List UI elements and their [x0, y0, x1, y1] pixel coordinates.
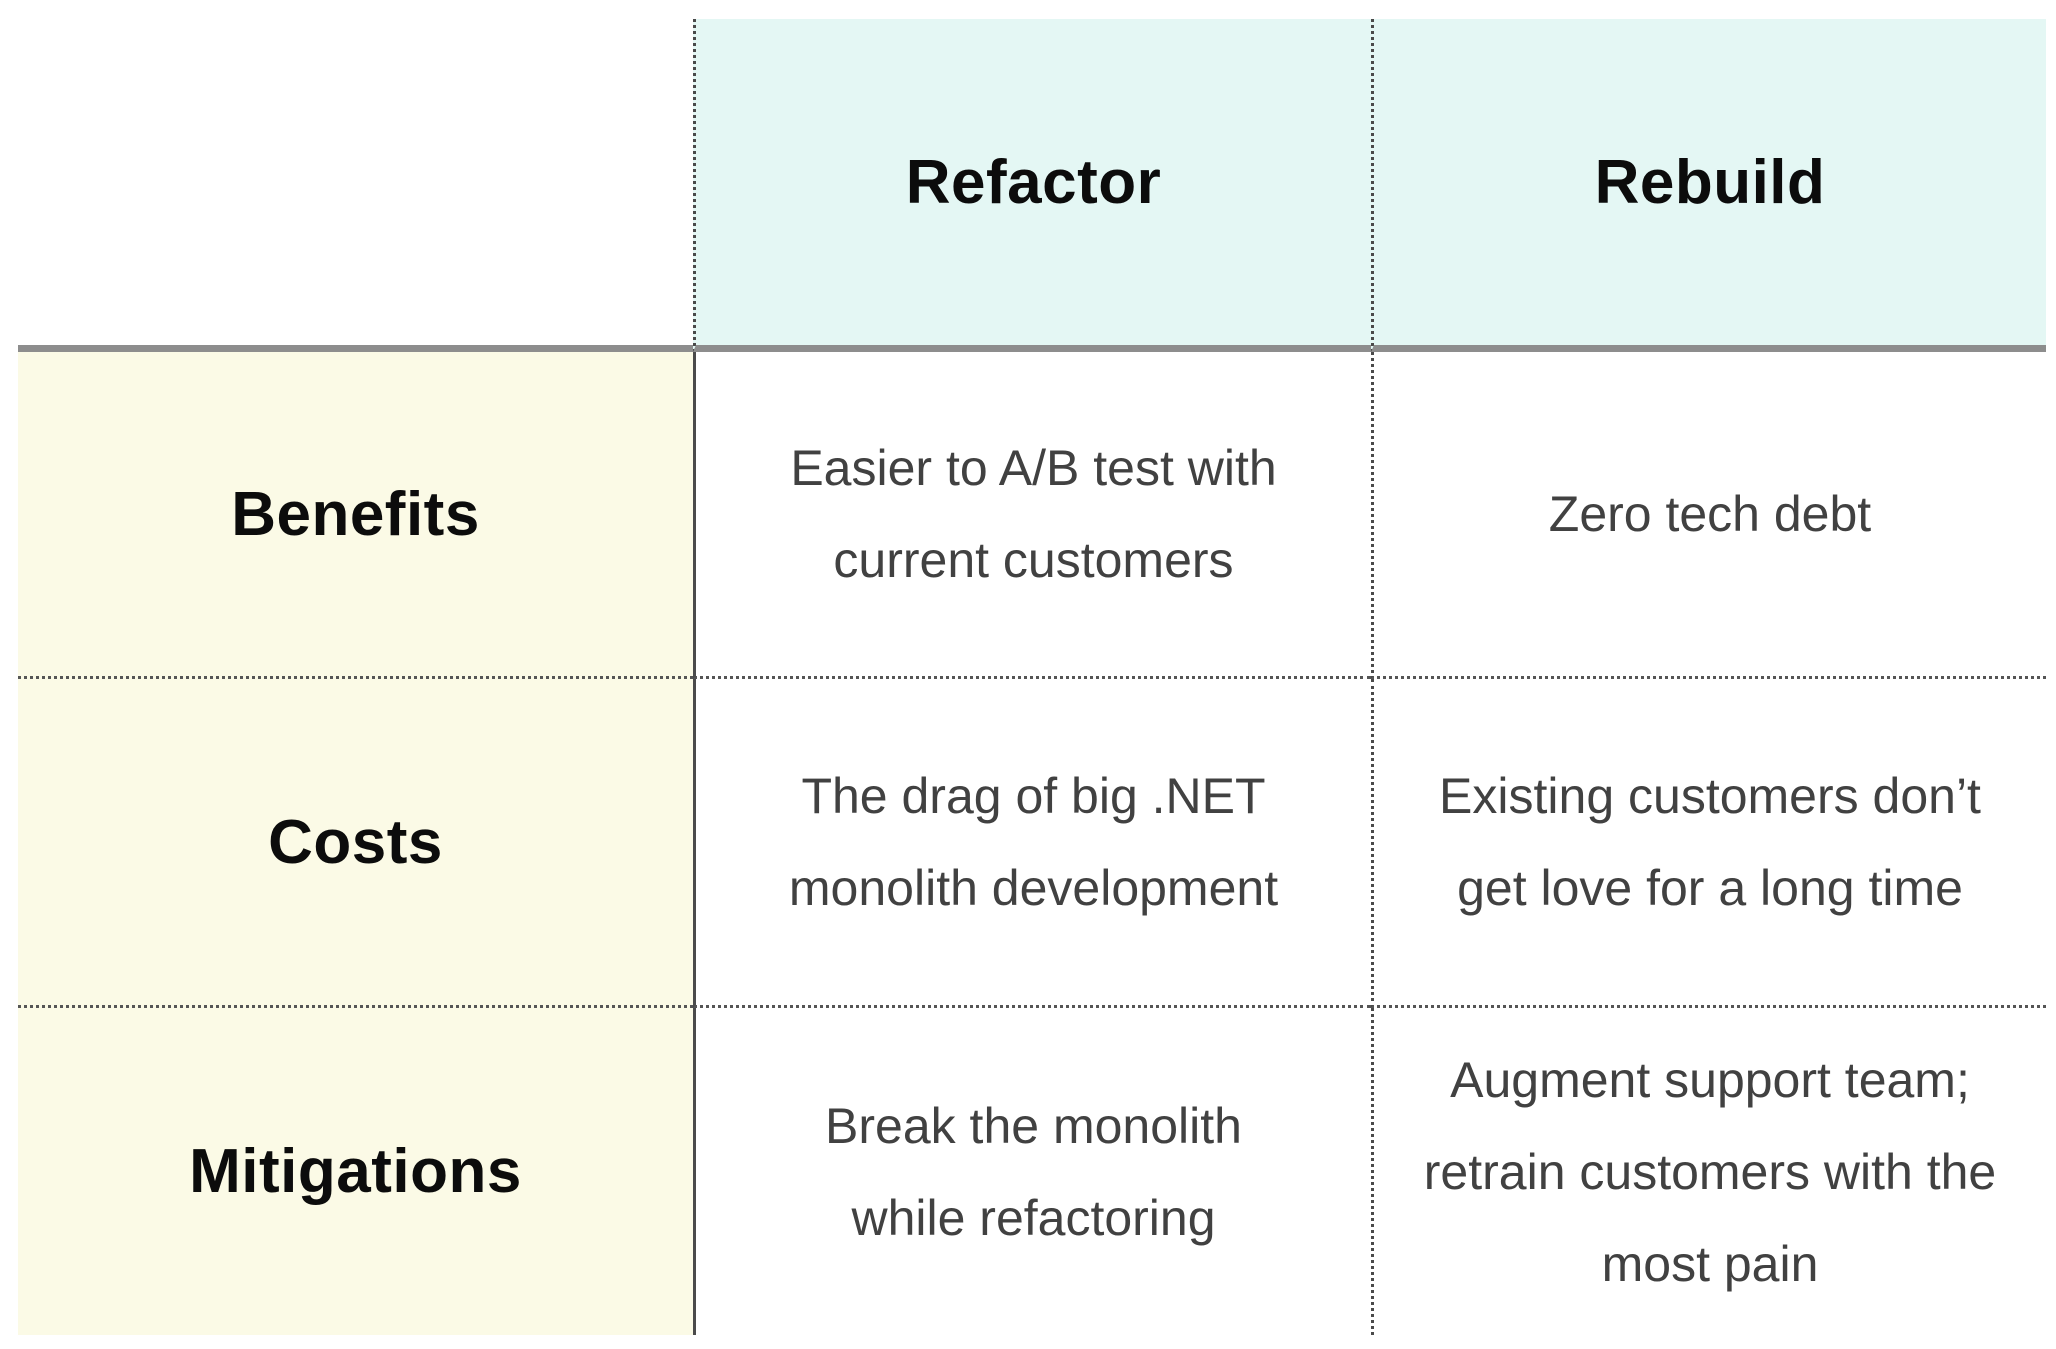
- cell-benefits-refactor: Easier to A/B test with current customer…: [693, 352, 1371, 679]
- decision-matrix-table: Refactor Rebuild Benefits Easier to A/B …: [18, 19, 2046, 1335]
- column-header-refactor: Refactor: [693, 19, 1371, 352]
- cell-costs-refactor-text: The drag of big .NET monolith developmen…: [788, 768, 1279, 916]
- row-header-benefits: Benefits: [18, 352, 693, 679]
- corner-cell: [18, 19, 693, 352]
- cell-mitigations-rebuild: Augment support team; retrain customers …: [1371, 1008, 2046, 1335]
- column-header-rebuild-label: Rebuild: [1594, 147, 1826, 217]
- row-header-costs-label: Costs: [268, 807, 443, 877]
- row-header-mitigations-label: Mitigations: [189, 1137, 522, 1206]
- cell-mitigations-rebuild-text: Augment support team; retrain customers …: [1423, 1051, 1997, 1292]
- column-header-rebuild: Rebuild: [1371, 19, 2046, 352]
- cell-benefits-rebuild: Zero tech debt: [1371, 352, 2046, 679]
- cell-costs-rebuild-text: Existing customers don’t get love for a …: [1439, 768, 1981, 916]
- cell-benefits-rebuild-text: Zero tech debt: [1548, 486, 1872, 542]
- cell-mitigations-refactor-text: Break the monolith while refactoring: [825, 1097, 1242, 1246]
- row-header-mitigations: Mitigations: [18, 1008, 693, 1335]
- column-header-refactor-label: Refactor: [905, 147, 1162, 217]
- row-header-benefits-label: Benefits: [231, 479, 480, 549]
- cell-costs-refactor: The drag of big .NET monolith developmen…: [693, 679, 1371, 1008]
- cell-costs-rebuild: Existing customers don’t get love for a …: [1371, 679, 2046, 1008]
- row-header-costs: Costs: [18, 679, 693, 1008]
- cell-mitigations-refactor: Break the monolith while refactoring: [693, 1008, 1371, 1335]
- cell-benefits-refactor-text: Easier to A/B test with current customer…: [790, 440, 1277, 588]
